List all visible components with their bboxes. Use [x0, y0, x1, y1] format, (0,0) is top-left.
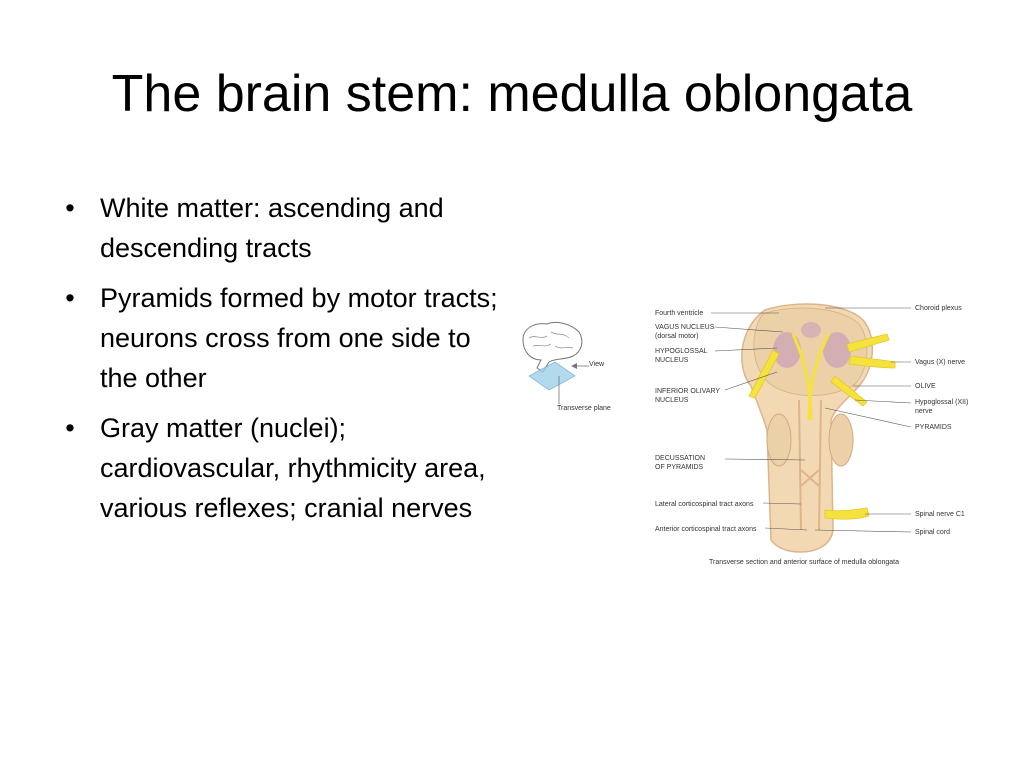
label-fourth-ventricle: Fourth ventricle: [655, 310, 703, 317]
label-olive: OLIVE: [915, 383, 936, 390]
label-vagus-nerve: Vagus (X) nerve: [915, 359, 965, 366]
label-anterior-tract: Anterior corticospinal tract axons: [655, 526, 757, 533]
leader-lines-left: [711, 312, 808, 531]
label-vagus-nucleus-sub: (dorsal motor): [655, 333, 699, 340]
label-inferior-olivary: INFERIOR OLIVARY: [655, 388, 720, 395]
label-vagus-nucleus: VAGUS NUCLEUS: [655, 324, 715, 331]
figure-caption: Transverse section and anterior surface …: [709, 559, 899, 566]
slide-title: The brain stem: medulla oblongata: [111, 65, 913, 123]
medulla-illustration: View Transverse plane: [522, 303, 968, 566]
bullet-text: White matter: ascending and descending t…: [100, 193, 444, 263]
label-decussation: DECUSSATION: [655, 455, 705, 462]
label-spinal-nerve-c1: Spinal nerve C1: [915, 511, 965, 518]
label-inferior-olivary-sub: NUCLEUS: [655, 397, 689, 404]
bullet-dot-icon: •: [65, 193, 75, 223]
bullet-item: • Pyramids formed by motor tracts; neuro…: [60, 278, 500, 398]
label-hypoglossal-nerve: Hypoglossal (XII): [915, 399, 968, 406]
label-hypoglossal-nerve-sub: nerve: [915, 408, 933, 415]
bullet-dot-icon: •: [65, 413, 75, 443]
label-hypoglossal-sub: NUCLEUS: [655, 357, 689, 364]
nerve-fibers: [748, 333, 896, 520]
medulla-body: [741, 303, 874, 553]
bullet-item: • White matter: ascending and descending…: [60, 188, 500, 268]
inset-plane-label: Transverse plane: [557, 405, 611, 412]
medulla-figure: View Transverse plane: [515, 290, 995, 580]
label-lateral-tract: Lateral corticospinal tract axons: [655, 501, 754, 508]
leader-lines-right: [814, 307, 912, 533]
bullet-dot-icon: •: [65, 283, 75, 313]
label-choroid-plexus: Choroid plexus: [915, 305, 962, 312]
inset-view-label: View: [589, 361, 605, 368]
label-decussation-sub: OF PYRAMIDS: [655, 464, 704, 471]
bullet-list: • White matter: ascending and descending…: [60, 188, 500, 538]
bullet-item: • Gray matter (nuclei); cardiovascular, …: [60, 408, 500, 528]
nerve-tracts: [791, 333, 831, 421]
label-pyramids: PYRAMIDS: [915, 424, 952, 431]
bullet-text: Gray matter (nuclei); cardiovascular, rh…: [100, 413, 486, 523]
label-spinal-cord: Spinal cord: [915, 529, 950, 536]
brain-inset-icon: [522, 321, 589, 404]
bullet-text: Pyramids formed by motor tracts; neurons…: [100, 283, 498, 393]
label-hypoglossal: HYPOGLOSSAL: [655, 348, 708, 355]
